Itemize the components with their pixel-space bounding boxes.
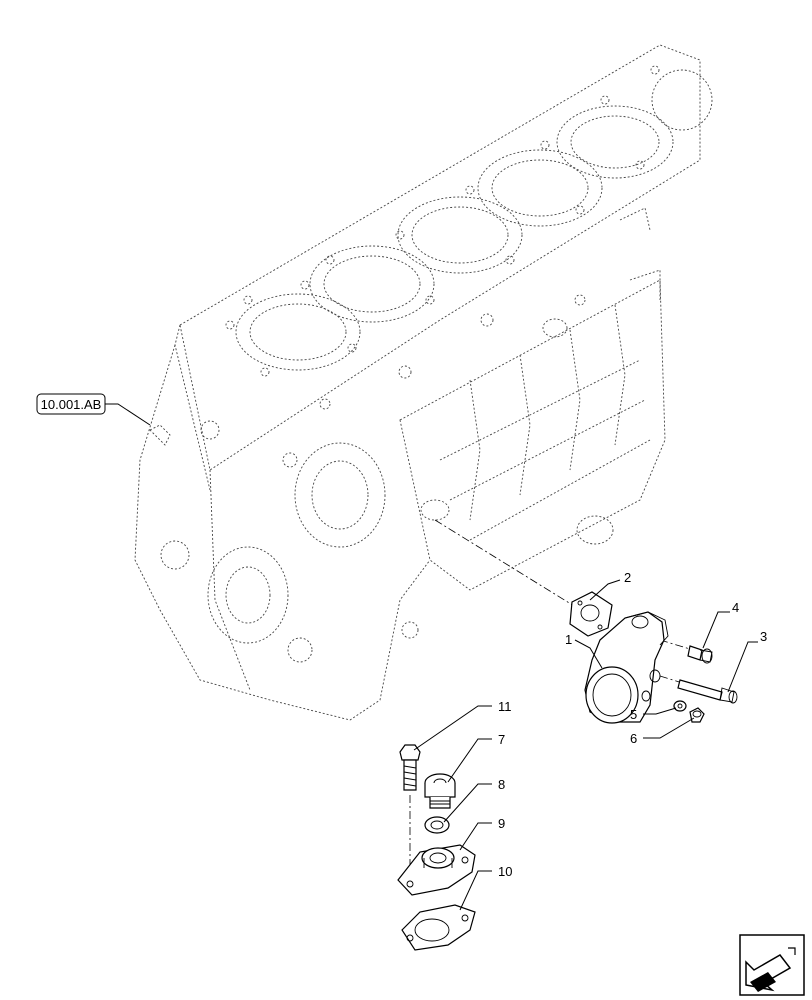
bolt-long-part bbox=[677, 679, 738, 704]
flange-bolt-part bbox=[399, 744, 421, 791]
callout-4[interactable]: 4 bbox=[732, 600, 739, 615]
plug-part bbox=[689, 707, 705, 723]
callout-7[interactable]: 7 bbox=[498, 732, 505, 747]
reference-label: 10.001.AB bbox=[41, 397, 102, 412]
callout-6[interactable]: 6 bbox=[630, 731, 637, 746]
flange-part bbox=[397, 844, 476, 896]
callout-2[interactable]: 2 bbox=[624, 570, 631, 585]
next-page-arrow-icon[interactable] bbox=[739, 934, 805, 996]
seal-ring-part bbox=[424, 816, 450, 834]
callout-11[interactable]: 11 bbox=[498, 699, 512, 714]
engine-block-phantom bbox=[134, 44, 713, 721]
thermostat-housing-part bbox=[584, 611, 669, 724]
drain-plug-part bbox=[424, 773, 456, 809]
callout-1[interactable]: 1 bbox=[565, 632, 572, 647]
callout-numbers: 1 2 3 4 5 6 7 8 9 10 11 bbox=[498, 570, 767, 879]
flange-gasket-part bbox=[401, 904, 476, 951]
gasket-part bbox=[569, 591, 613, 637]
callout-leaders bbox=[413, 579, 758, 911]
bolt-short-part bbox=[687, 645, 713, 664]
callout-5[interactable]: 5 bbox=[630, 707, 637, 722]
cylinder-bores bbox=[235, 69, 713, 371]
front-openings bbox=[160, 420, 419, 663]
washer-part bbox=[673, 700, 687, 712]
reference-label-box[interactable]: 10.001.AB bbox=[36, 393, 151, 426]
callout-10[interactable]: 10 bbox=[498, 864, 512, 879]
callout-3[interactable]: 3 bbox=[760, 629, 767, 644]
crankcase-webs bbox=[469, 304, 626, 521]
callout-8[interactable]: 8 bbox=[498, 777, 505, 792]
callout-9[interactable]: 9 bbox=[498, 816, 505, 831]
deck-bolt-holes bbox=[225, 65, 660, 377]
